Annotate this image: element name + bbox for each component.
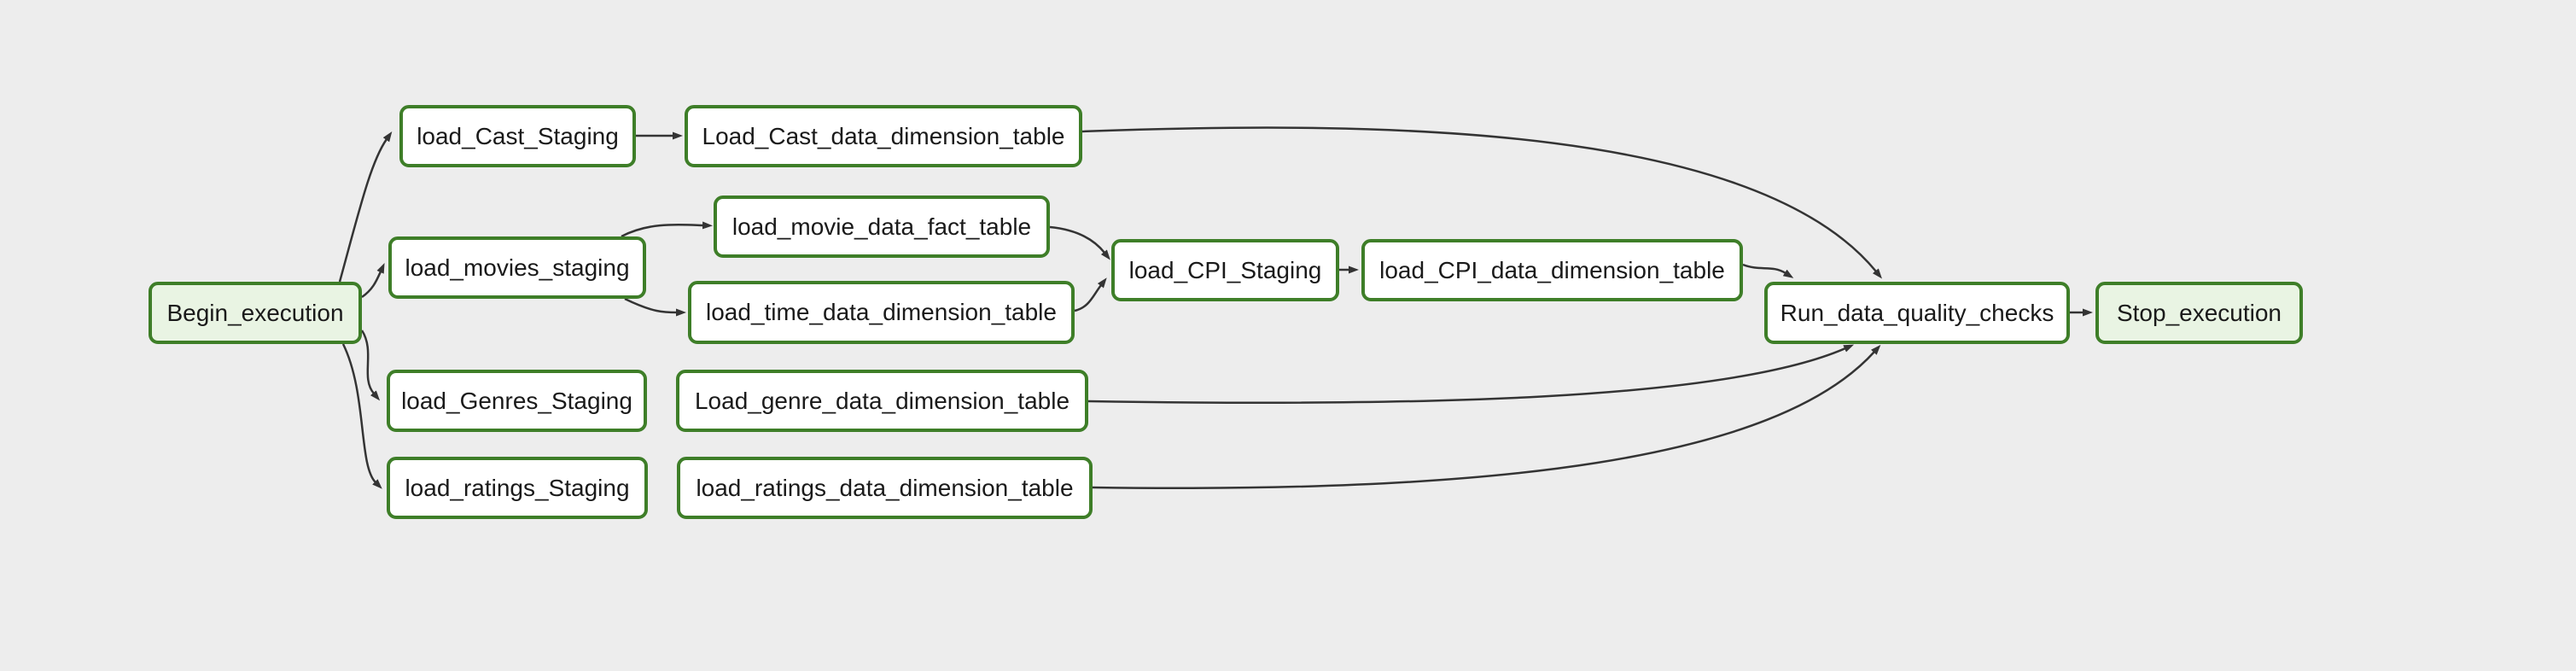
node-load-movie-data-fact-table[interactable]: load_movie_data_fact_table [714, 195, 1050, 258]
node-load-ratings-staging[interactable]: load_ratings_Staging [387, 457, 648, 519]
node-load-cpi-staging[interactable]: load_CPI_Staging [1111, 239, 1339, 301]
edge-load-movie-data-fact-table-to-load-cpi-staging [1049, 225, 1110, 260]
edge-load-cpi-data-dimension-table-to-run-data-quality-checks [1742, 263, 1794, 278]
node-label: load_Genres_Staging [401, 387, 632, 414]
node-label: load_Cast_Staging [417, 122, 619, 149]
node-load-cast-data-dimension-table[interactable]: Load_Cast_data_dimension_table [685, 105, 1082, 167]
edge-load-movies-staging-to-load-time-data-dimension-table [624, 297, 686, 317]
edge-begin-execution-to-load-movies-staging [361, 262, 385, 299]
edge-load-time-data-dimension-table-to-load-cpi-staging [1074, 277, 1107, 312]
node-run-data-quality-checks[interactable]: Run_data_quality_checks [1764, 282, 2070, 344]
edge-load-movies-staging-to-load-movie-data-fact-table [621, 221, 713, 238]
node-label: load_movie_data_fact_table [731, 213, 1032, 240]
node-label: load_time_data_dimension_table [706, 299, 1057, 325]
node-label: load_movies_staging [405, 254, 630, 281]
edge-load-cast-data-dimension-table-to-run-data-quality-checks [1081, 126, 1882, 279]
node-label: load_CPI_Staging [1128, 256, 1322, 283]
edge-begin-execution-to-load-genres-staging [360, 330, 381, 401]
node-load-genre-data-dimension-table[interactable]: Load_genre_data_dimension_table [676, 370, 1088, 432]
node-label: Stop_execution [2116, 299, 2282, 326]
node-load-movies-staging[interactable]: load_movies_staging [388, 236, 646, 299]
edge-load-genre-data-dimension-table-to-run-data-quality-checks [1087, 344, 1855, 405]
node-load-time-data-dimension-table[interactable]: load_time_data_dimension_table [688, 281, 1075, 344]
node-label: Begin_execution [166, 299, 344, 326]
node-begin-execution[interactable]: Begin_execution [149, 282, 362, 344]
node-label: Load_Cast_data_dimension_table [702, 122, 1065, 149]
node-load-ratings-data-dimension-table[interactable]: load_ratings_data_dimension_table [677, 457, 1093, 519]
node-load-cpi-data-dimension-table[interactable]: load_CPI_data_dimension_table [1361, 239, 1743, 301]
node-load-cast-staging[interactable]: load_Cast_Staging [399, 105, 636, 167]
node-label: load_ratings_data_dimension_table [696, 474, 1074, 501]
node-load-genres-staging[interactable]: load_Genres_Staging [387, 370, 647, 432]
node-label: Run_data_quality_checks [1780, 299, 2054, 326]
edge-begin-execution-to-load-cast-staging [338, 131, 393, 283]
node-label: Load_genre_data_dimension_table [694, 387, 1070, 414]
edge-begin-execution-to-load-ratings-staging [341, 343, 382, 489]
node-label: load_CPI_data_dimension_table [1379, 256, 1725, 283]
node-stop-execution[interactable]: Stop_execution [2095, 282, 2303, 344]
node-label: load_ratings_Staging [405, 474, 630, 501]
edge-load-ratings-data-dimension-table-to-run-data-quality-checks [1092, 344, 1881, 490]
